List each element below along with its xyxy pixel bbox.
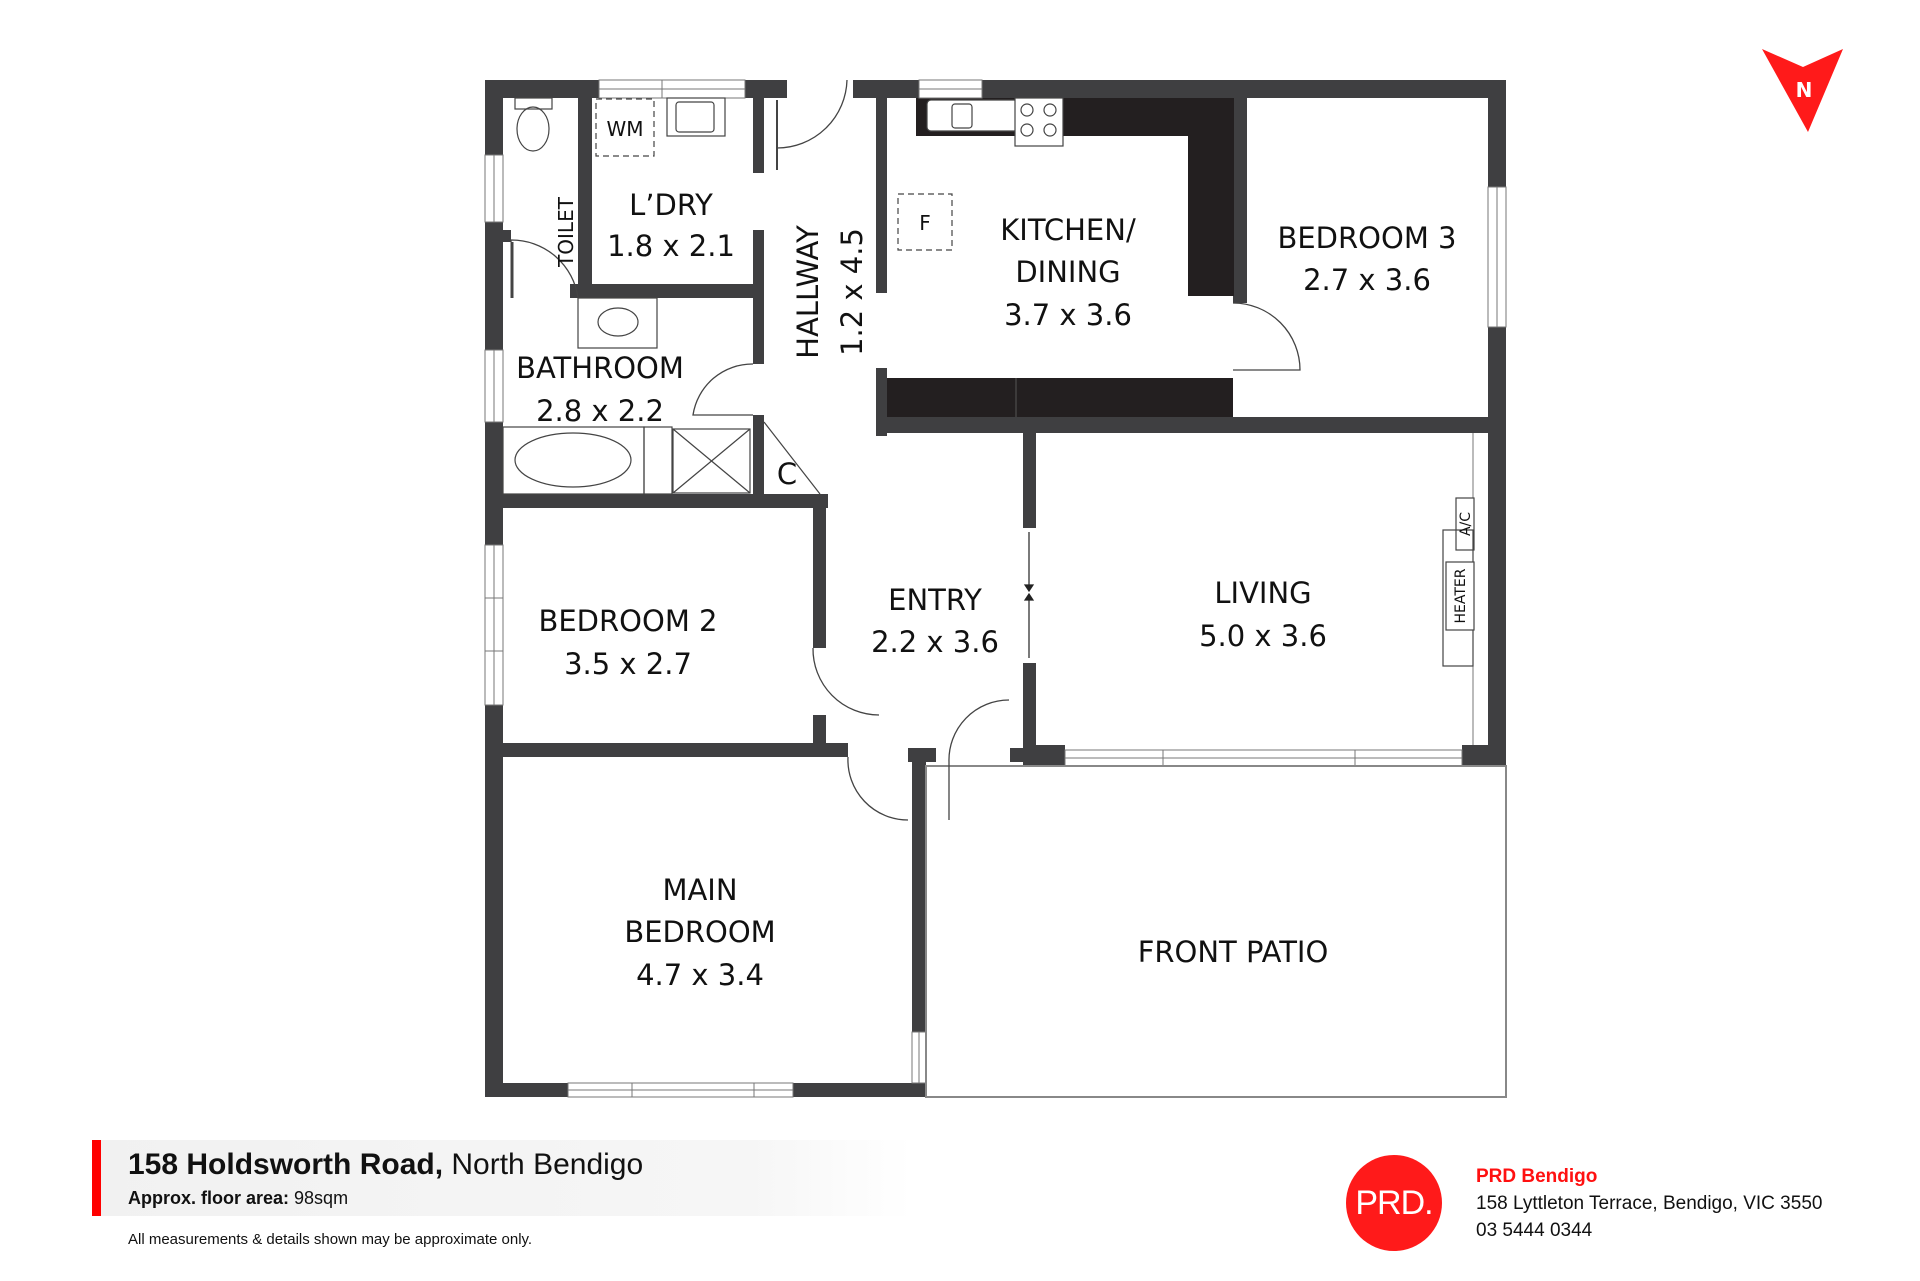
toilet-bowl-icon	[516, 106, 550, 152]
kitchen-label-1: KITCHEN/	[1000, 213, 1136, 247]
kitchen-size: 3.7 x 3.6	[1004, 298, 1132, 332]
bedroom2-label: BEDROOM 2	[538, 604, 717, 638]
main-bedroom-label-2: BEDROOM	[624, 915, 775, 949]
heater-label: HEATER	[1453, 568, 1469, 623]
shower-icon	[672, 428, 751, 494]
address-suburb: North Bendigo	[443, 1148, 644, 1181]
living-label: LIVING	[1214, 576, 1311, 610]
laundry-label: L’DRY	[629, 188, 713, 222]
front-patio-outline	[925, 765, 1507, 1098]
bathroom-size: 2.8 x 2.2	[536, 394, 664, 428]
footer-accent-bar	[92, 1140, 101, 1216]
cupboard-door	[763, 421, 821, 495]
main-bedroom-label-1: MAIN	[662, 873, 737, 907]
front-patio-label: FRONT PATIO	[1138, 935, 1329, 969]
cooktop-icon	[1014, 97, 1064, 147]
kitchen-label-2: DINING	[1015, 255, 1120, 289]
floor-area-label: Approx. floor area:	[128, 1188, 290, 1208]
fixtures	[502, 97, 1475, 667]
room-labels: TOILET WM L’DRY 1.8 x 2.1 HALLWAY 1.2 x …	[516, 117, 1474, 992]
floor-area-value: 98sqm	[289, 1188, 349, 1208]
fridge-label: F	[919, 211, 931, 235]
laundry-tub-icon	[666, 97, 726, 137]
sliding-door[interactable]	[1023, 532, 1035, 658]
bedroom3-label: BEDROOM 3	[1277, 221, 1456, 255]
cupboard-label: C	[777, 457, 797, 491]
toilet-cistern-icon	[514, 97, 553, 110]
toilet-label: TOILET	[554, 196, 578, 268]
vanity-icon	[577, 297, 658, 349]
entry-size: 2.2 x 3.6	[871, 625, 999, 659]
agency-phone[interactable]: 03 5444 0344	[1476, 1220, 1593, 1241]
bathroom-label: BATHROOM	[516, 351, 684, 385]
ac-unit-icon	[1455, 497, 1475, 551]
prd-logo: PRD.	[1346, 1155, 1442, 1251]
agency-address: 158 Lyttleton Terrace, Bendigo, VIC 3550	[1476, 1193, 1823, 1214]
disclaimer: All measurements & details shown may be …	[128, 1231, 533, 1248]
heater-icon	[1445, 561, 1475, 631]
entry-label: ENTRY	[888, 583, 982, 617]
living-size: 5.0 x 3.6	[1199, 619, 1327, 653]
ac-label: A/C	[1458, 512, 1474, 536]
fridge-icon	[897, 193, 953, 251]
washing-machine-icon	[595, 98, 655, 157]
laundry-size: 1.8 x 2.1	[607, 229, 735, 263]
doors[interactable]	[510, 79, 1301, 821]
bath-icon	[502, 426, 645, 495]
property-address: 158 Holdsworth Road, North Bendigo	[128, 1148, 643, 1182]
bedroom2-size: 3.5 x 2.7	[564, 647, 692, 681]
agency-name: PRD Bendigo	[1476, 1166, 1598, 1187]
main-bedroom-size: 4.7 x 3.4	[636, 958, 764, 992]
compass-label: N	[1796, 78, 1813, 102]
wm-label: WM	[606, 117, 643, 141]
footer-address-panel	[92, 1140, 912, 1216]
north-compass-icon: N	[1762, 49, 1843, 132]
basin-icon	[597, 307, 639, 337]
hallway-size: 1.2 x 4.5	[835, 228, 869, 356]
hallway-label: HALLWAY	[791, 225, 825, 359]
address-street: 158 Holdsworth Road,	[128, 1148, 444, 1181]
bedroom3-size: 2.7 x 3.6	[1303, 263, 1431, 297]
floor-area: Approx. floor area: 98sqm	[128, 1188, 348, 1209]
